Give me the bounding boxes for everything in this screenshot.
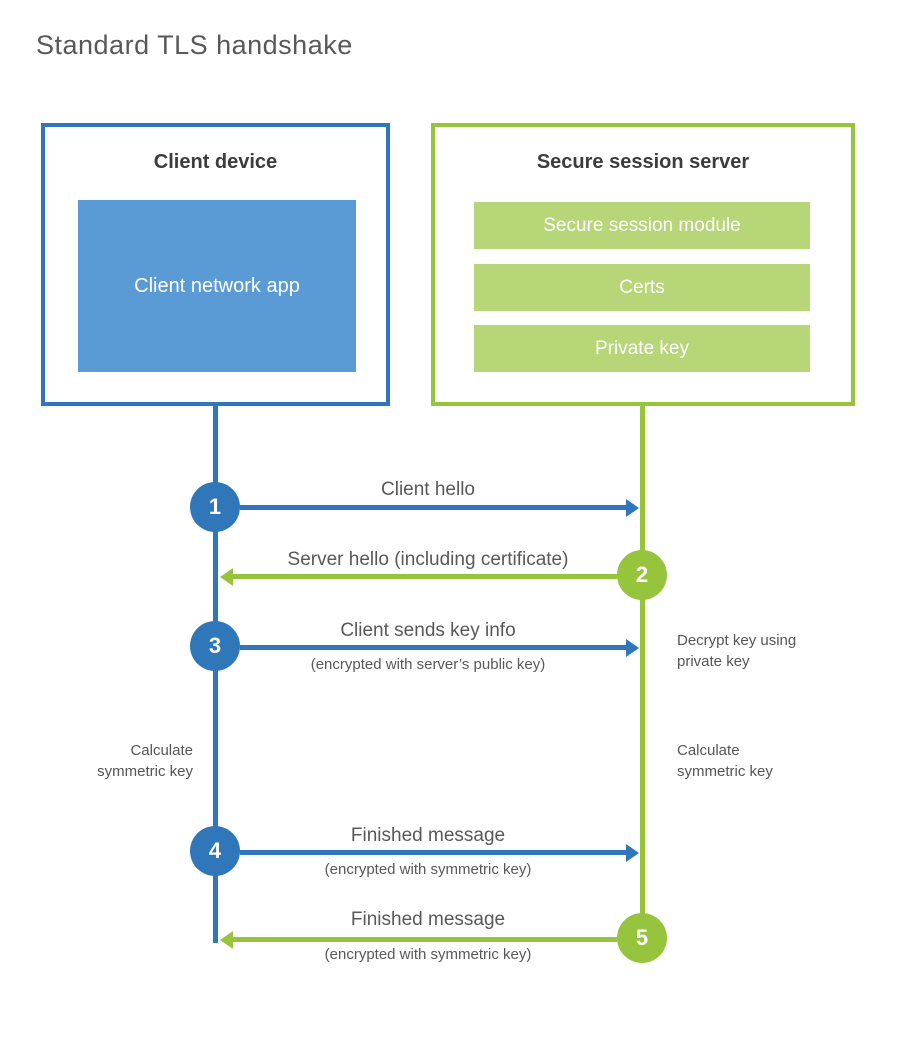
client-finished-arrow: [240, 843, 639, 862]
client-lifeline: [213, 406, 218, 943]
server-module-secure-session: Secure session module: [474, 202, 810, 249]
client-network-app-box: Client network app: [78, 200, 356, 372]
step-3-label: Client sends key info: [340, 620, 516, 641]
step-2-badge: 2: [617, 550, 667, 600]
step-5-sublabel: (encrypted with symmetric key): [324, 946, 532, 963]
step-2-label: Server hello (including certificate): [287, 549, 569, 570]
server-lifeline: [640, 406, 645, 938]
server-hello-arrow: [220, 567, 617, 586]
server-module-label: Secure session module: [543, 214, 741, 236]
secure-session-server-title: Secure session server: [536, 151, 750, 173]
server-module-label: Private key: [595, 337, 689, 359]
calculate-symmetric-key-note-client: Calculate symmetric key: [97, 742, 193, 780]
client-network-app-label: Client network app: [134, 275, 300, 297]
calculate-symmetric-key-note-server: Calculate symmetric key: [677, 742, 773, 780]
step-3-sublabel: (encrypted with server’s public key): [310, 656, 546, 673]
page-title: Standard TLS handshake: [36, 30, 353, 60]
server-module-certs: Certs: [474, 264, 810, 311]
client-hello-arrow: [240, 498, 639, 517]
client-device-title: Client device: [153, 151, 278, 173]
client-key-info-arrow: [240, 638, 639, 657]
step-5-badge: 5: [617, 913, 667, 963]
server-finished-arrow: [220, 930, 617, 949]
step-5-label: Finished message: [350, 909, 506, 930]
step-4-badge: 4: [190, 826, 240, 876]
step-3-badge: 3: [190, 621, 240, 671]
decrypt-key-note: Decrypt key using private key: [677, 632, 797, 670]
step-1-badge: 1: [190, 482, 240, 532]
step-1-label: Client hello: [381, 479, 475, 500]
server-module-label: Certs: [619, 276, 665, 298]
step-4-sublabel: (encrypted with symmetric key): [324, 861, 532, 878]
server-module-private-key: Private key: [474, 325, 810, 372]
step-4-label: Finished message: [350, 825, 506, 846]
